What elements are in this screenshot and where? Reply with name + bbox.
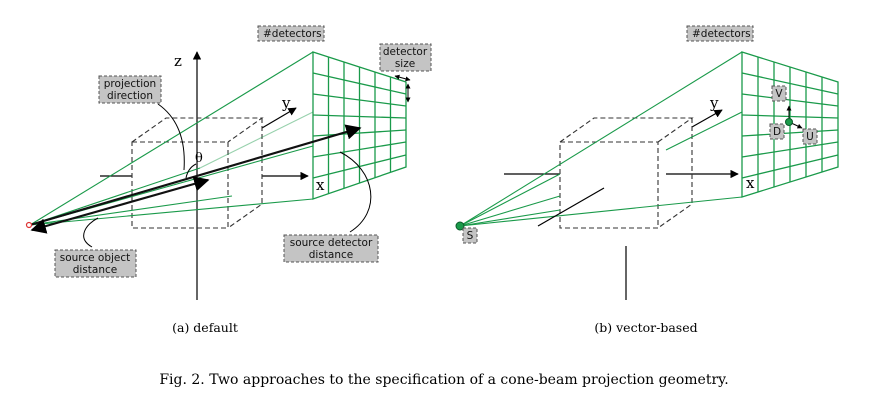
tag-detectors-b: #detectors <box>686 25 754 42</box>
svg-text:#detectors: #detectors <box>692 28 751 40</box>
panel-a-default: z x y <box>25 25 432 335</box>
panel-b-caption: (b) vector-based <box>594 320 697 335</box>
panel-a-caption: (a) default <box>172 320 238 335</box>
svg-text:direction: direction <box>107 90 153 102</box>
detector-grid-a <box>312 51 407 200</box>
detector-grid-b <box>665 51 839 198</box>
svg-text:size: size <box>395 58 415 70</box>
svg-text:#detectors: #detectors <box>263 28 322 40</box>
tag-projection-direction: projection direction <box>98 75 162 104</box>
figure-caption: Fig. 2. Two approaches to the specificat… <box>159 372 728 388</box>
svg-text:projection: projection <box>104 78 156 90</box>
source-object-distance-arrow <box>30 176 210 234</box>
tag-source-detector-distance: source detector distance <box>283 234 379 263</box>
source-object-leader <box>83 217 99 248</box>
source-point-b <box>455 221 465 231</box>
source-detector-leader <box>339 151 372 233</box>
svg-text:V: V <box>775 88 783 100</box>
source-point-a <box>25 221 33 229</box>
x-axis-label: x <box>316 176 325 194</box>
detector-size-arrow-h <box>394 74 411 82</box>
beam-rays-b <box>459 51 743 227</box>
y-axis-label-b: y <box>709 94 719 112</box>
projection-direction-arrow <box>29 124 362 227</box>
svg-text:U: U <box>806 131 814 143</box>
tag-v: V <box>771 85 787 102</box>
svg-text:detector: detector <box>383 46 428 58</box>
y-axis-b <box>691 109 723 128</box>
x-axis-label-b: x <box>746 174 755 192</box>
svg-text:D: D <box>773 126 781 138</box>
tag-detector-size: detector size <box>379 43 432 72</box>
projection-direction-leader <box>157 103 185 171</box>
theta-label: θ <box>195 151 203 166</box>
tag-d: D <box>769 123 785 140</box>
svg-text:distance: distance <box>73 264 118 276</box>
z-axis-label: z <box>174 52 182 70</box>
svg-text:source detector: source detector <box>290 237 373 249</box>
ray-segment-b <box>537 187 605 227</box>
svg-text:source object: source object <box>60 252 131 264</box>
tag-s: S <box>462 227 478 244</box>
y-axis <box>261 107 297 129</box>
svg-text:distance: distance <box>309 249 354 261</box>
theta-arc <box>185 163 197 179</box>
panel-b-vector-based: x y <box>455 25 839 335</box>
tag-detectors-a: #detectors <box>257 25 325 42</box>
svg-text:S: S <box>467 230 474 242</box>
y-axis-label: y <box>281 94 291 112</box>
beam-rays <box>29 51 314 226</box>
tag-source-object-distance: source object distance <box>54 249 137 278</box>
tag-u: U <box>802 128 818 145</box>
object-cube-b <box>559 117 694 229</box>
detector-center-point <box>785 118 793 126</box>
